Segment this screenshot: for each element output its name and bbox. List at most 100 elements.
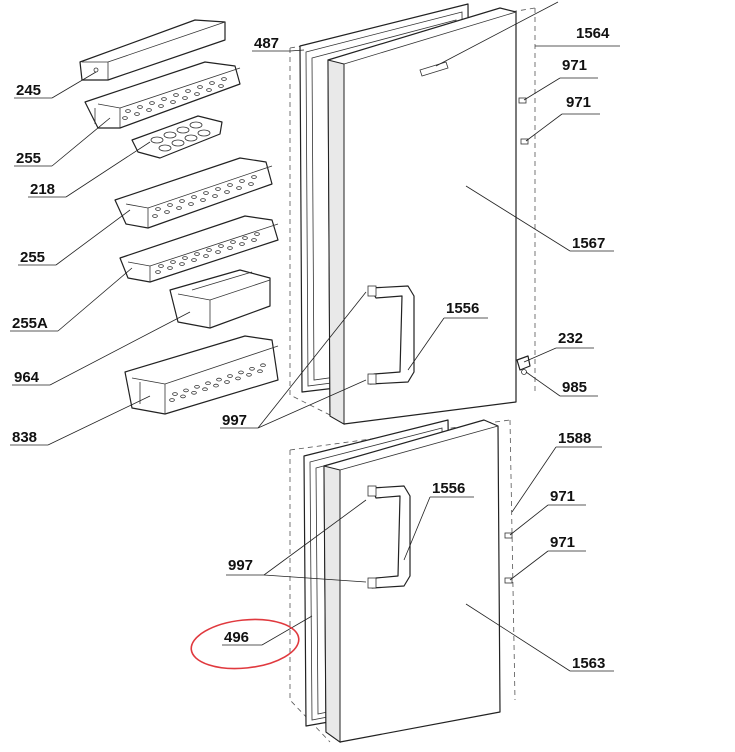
balcony-hole bbox=[251, 238, 257, 242]
balcony-hole bbox=[161, 97, 167, 101]
balcony-hole bbox=[167, 266, 173, 270]
label-255-upper: 255 bbox=[16, 150, 41, 167]
balcony-hole bbox=[248, 182, 254, 186]
balcony-hole bbox=[206, 88, 212, 92]
balcony-hole bbox=[152, 214, 158, 218]
label-1563: 1563 bbox=[572, 655, 605, 672]
balcony-hole bbox=[236, 186, 242, 190]
balcony-hole bbox=[200, 198, 206, 202]
balcony-hole bbox=[197, 85, 203, 89]
label-496: 496 bbox=[224, 629, 249, 646]
balcony-hole bbox=[146, 108, 152, 112]
balcony-hole bbox=[227, 183, 233, 187]
label-971-d: 971 bbox=[550, 534, 575, 551]
balcony-hole bbox=[218, 244, 224, 248]
part-1556-lower-handle bbox=[367, 485, 411, 589]
balcony-hole bbox=[183, 388, 189, 393]
balcony-hole bbox=[176, 206, 182, 210]
balcony-hole bbox=[227, 374, 233, 378]
label-218: 218 bbox=[30, 181, 55, 198]
balcony-hole bbox=[158, 264, 164, 268]
balcony-hole bbox=[224, 380, 230, 384]
balcony-hole bbox=[215, 250, 221, 254]
balcony-hole bbox=[185, 89, 191, 93]
label-964: 964 bbox=[14, 369, 40, 386]
label-487: 487 bbox=[254, 35, 279, 52]
balcony-hole bbox=[224, 190, 230, 194]
label-1567: 1567 bbox=[572, 235, 605, 252]
balcony-hole bbox=[179, 199, 185, 203]
balcony-hole bbox=[194, 384, 200, 389]
leader-lines bbox=[10, 1, 620, 672]
part-838-bottle-balcony bbox=[124, 335, 279, 415]
balcony-hole bbox=[239, 242, 245, 246]
balcony-hole bbox=[203, 254, 209, 258]
balcony-hole bbox=[249, 366, 255, 371]
balcony-hole bbox=[170, 100, 176, 104]
balcony-hole bbox=[191, 258, 197, 262]
label-985: 985 bbox=[562, 379, 587, 396]
balcony-hole bbox=[169, 398, 175, 402]
label-838: 838 bbox=[12, 429, 37, 446]
balcony-hole bbox=[155, 270, 161, 274]
balcony-hole bbox=[134, 112, 140, 116]
balcony-hole bbox=[194, 92, 200, 96]
balcony-hole bbox=[257, 369, 263, 374]
label-245: 245 bbox=[16, 82, 41, 99]
part-255-balcony-middle bbox=[114, 157, 273, 229]
label-232: 232 bbox=[558, 330, 583, 347]
balcony-hole bbox=[191, 195, 197, 199]
balcony-hole bbox=[218, 84, 224, 88]
label-997-lower: 997 bbox=[228, 557, 253, 574]
highlight-circle-496 bbox=[190, 618, 300, 670]
balcony-hole bbox=[230, 240, 236, 244]
balcony-hole bbox=[172, 392, 178, 396]
part-232-985-hinge-parts bbox=[516, 355, 531, 375]
balcony-hole bbox=[239, 179, 245, 183]
balcony-hole bbox=[170, 260, 176, 264]
balcony-hole bbox=[149, 101, 155, 105]
balcony-hole bbox=[238, 370, 244, 375]
balcony-hole bbox=[215, 187, 221, 191]
balcony-hole bbox=[206, 248, 212, 252]
balcony-hole bbox=[173, 93, 179, 97]
balcony-hole bbox=[167, 203, 173, 207]
balcony-hole bbox=[182, 256, 188, 260]
balcony-hole bbox=[182, 96, 188, 100]
balcony-hole bbox=[158, 104, 164, 108]
balcony-hole bbox=[216, 377, 222, 382]
label-1564: 1564 bbox=[576, 25, 610, 42]
balcony-hole bbox=[191, 390, 197, 395]
label-1556-lower: 1556 bbox=[432, 480, 465, 497]
balcony-hole bbox=[205, 381, 211, 386]
balcony-hole bbox=[194, 252, 200, 256]
balcony-hole bbox=[203, 191, 209, 195]
part-number-labels: 245 255 218 255 255A 964 838 487 1564 97… bbox=[12, 25, 610, 672]
balcony-hole bbox=[242, 236, 248, 240]
balcony-hole bbox=[235, 376, 241, 381]
part-218-egg-tray bbox=[131, 115, 223, 159]
balcony-hole bbox=[180, 394, 186, 399]
balcony-hole bbox=[155, 207, 161, 211]
balcony-hole bbox=[122, 116, 128, 120]
part-1563-lower-door-panel bbox=[323, 419, 501, 743]
part-971-hinge-pins-upper bbox=[518, 97, 529, 145]
balcony-hole bbox=[213, 383, 219, 388]
label-255-middle: 255 bbox=[20, 249, 45, 266]
balcony-hole bbox=[137, 105, 143, 109]
balcony-hole bbox=[221, 77, 227, 81]
label-1588: 1588 bbox=[558, 430, 591, 447]
balcony-hole bbox=[209, 81, 215, 85]
balcony-hole bbox=[227, 246, 233, 250]
label-971-a: 971 bbox=[562, 57, 587, 74]
balcony-hole bbox=[202, 387, 208, 392]
balcony-hole bbox=[212, 194, 218, 198]
balcony-hole bbox=[254, 232, 260, 236]
part-1567-upper-door-panel bbox=[327, 7, 517, 425]
balcony-hole bbox=[260, 363, 266, 368]
label-255A: 255A bbox=[12, 315, 48, 332]
part-1556-upper-handle bbox=[367, 285, 415, 385]
label-997-upper: 997 bbox=[222, 412, 247, 429]
part-964-storage-box bbox=[169, 269, 271, 329]
label-971-b: 971 bbox=[566, 94, 591, 111]
